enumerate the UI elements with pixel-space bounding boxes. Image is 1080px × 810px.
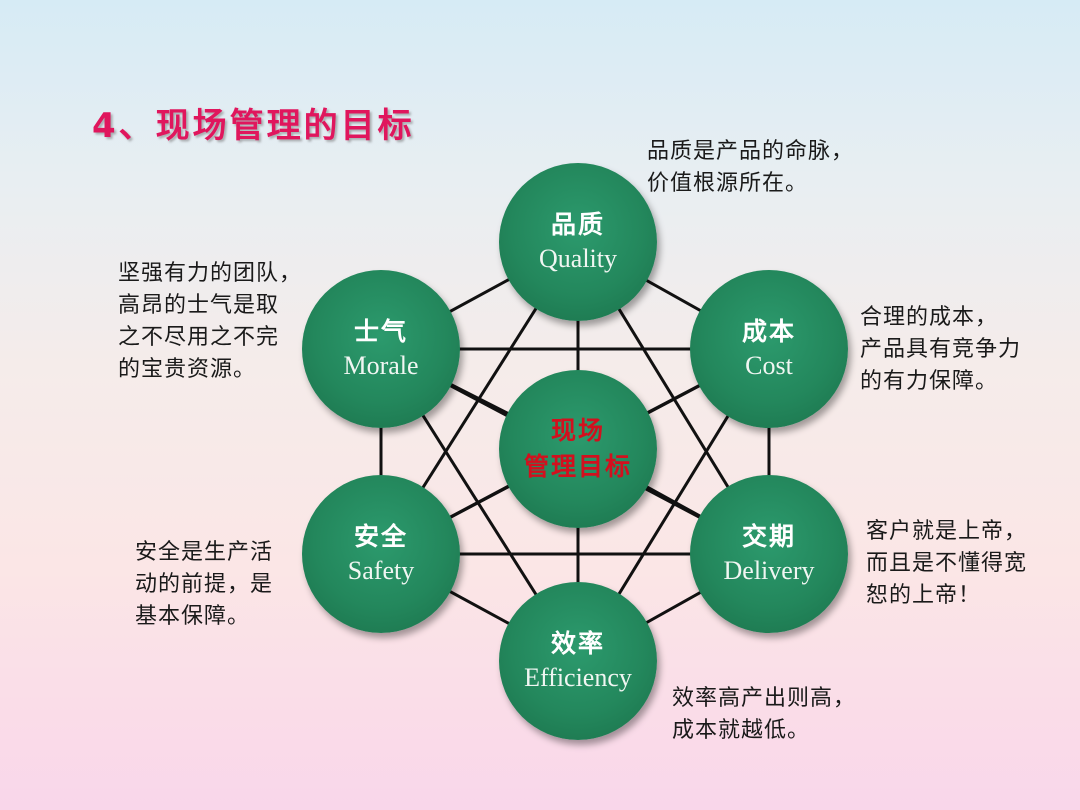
node-efficiency: 效率 Efficiency <box>499 582 657 740</box>
node-cost: 成本 Cost <box>690 270 848 428</box>
node-quality-zh: 品质 <box>550 210 605 239</box>
page-title: 4、现场管理的目标 <box>92 106 415 146</box>
node-cost-zh: 成本 <box>741 317 796 346</box>
node-morale-en: Morale <box>343 351 419 380</box>
center-line1: 现场 <box>550 416 605 445</box>
node-quality-en: Quality <box>539 244 617 273</box>
node-morale-zh: 士气 <box>353 317 408 346</box>
note-efficiency: 效率高产出则高， 成本就越低。 <box>672 686 857 743</box>
node-safety-zh: 安全 <box>353 522 408 551</box>
node-efficiency-en: Efficiency <box>524 663 632 692</box>
node-delivery: 交期 Delivery <box>690 475 848 633</box>
note-morale: 坚强有力的团队， 高昂的士气是取 之不尽用之不完 的宝贵资源。 <box>118 261 303 382</box>
node-cost-en: Cost <box>745 351 793 380</box>
node-safety: 安全 Safety <box>302 475 460 633</box>
note-safety: 安全是生产活 动的前提，是 基本保障。 <box>135 540 274 629</box>
node-center: 现场 管理目标 <box>499 370 657 528</box>
center-line2: 管理目标 <box>523 452 632 481</box>
node-safety-en: Safety <box>347 556 415 585</box>
note-quality: 品质是产品的命脉， 价值根源所在。 <box>647 139 855 196</box>
node-quality: 品质 Quality <box>499 163 657 321</box>
node-delivery-zh: 交期 <box>741 522 796 551</box>
note-delivery: 客户就是上帝， 而且是不懂得宽 恕的上帝！ <box>866 519 1028 608</box>
note-cost: 合理的成本， 产品具有竞争力 的有力保障。 <box>860 305 1022 394</box>
node-morale: 士气 Morale <box>302 270 460 428</box>
node-efficiency-zh: 效率 <box>550 629 605 658</box>
node-delivery-en: Delivery <box>723 556 815 585</box>
